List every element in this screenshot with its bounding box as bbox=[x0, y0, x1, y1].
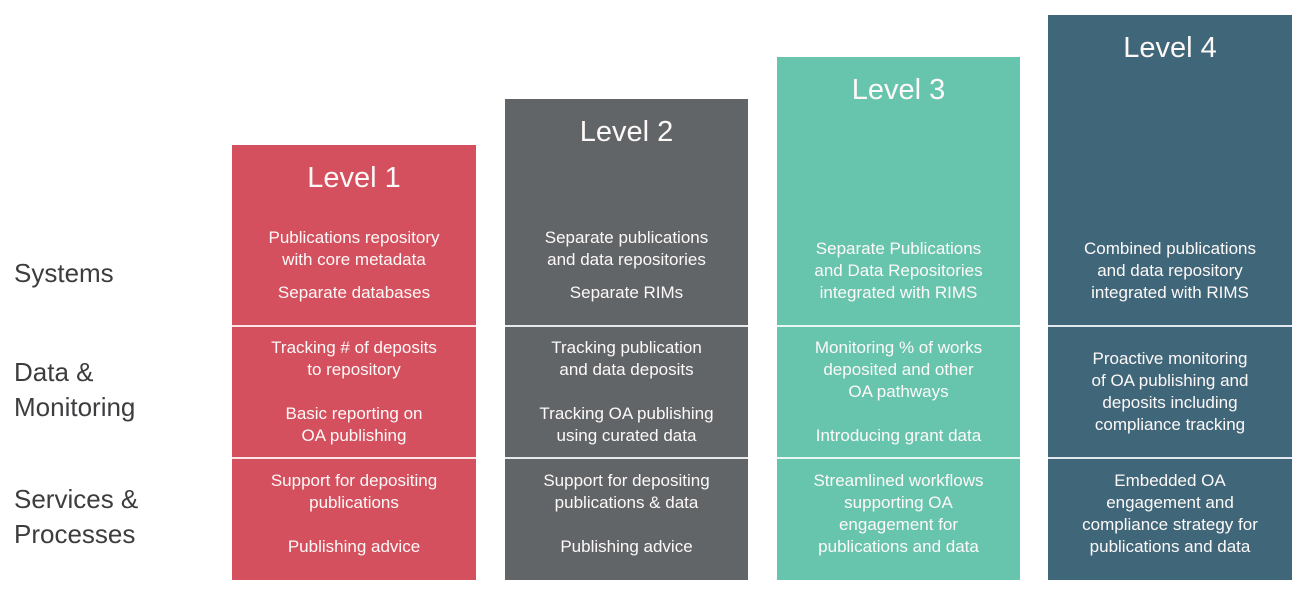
cell-level3-systems: Separate Publications and Data Repositor… bbox=[777, 227, 1020, 325]
cell-level4-data-monitoring: Proactive monitoring of OA publishing an… bbox=[1048, 327, 1292, 457]
cell-level2-data-monitoring: Tracking publication and data deposits T… bbox=[505, 327, 748, 457]
column-level-4: Level 4 Combined publications and data r… bbox=[1048, 15, 1292, 580]
cell-text: Proactive monitoring of OA publishing an… bbox=[1091, 349, 1249, 434]
cell-text: Separate Publications and Data Repositor… bbox=[814, 239, 983, 302]
cell-text: Introducing grant data bbox=[815, 426, 982, 445]
cell-text: Support for depositing publications bbox=[270, 471, 438, 512]
row-divider bbox=[232, 325, 476, 327]
cell-text: Publishing advice bbox=[560, 537, 693, 556]
row-divider bbox=[777, 457, 1020, 459]
cell-level4-systems: Combined publications and data repositor… bbox=[1048, 227, 1292, 325]
cell-text: Embedded OA engagement and compliance st… bbox=[1082, 471, 1258, 556]
cell-text: Basic reporting on OA publishing bbox=[285, 404, 423, 445]
column-level-3: Level 3 Separate Publications and Data R… bbox=[777, 57, 1020, 580]
cell-text: Publications repository with core metada… bbox=[268, 228, 440, 269]
cell-level1-services-processes: Support for depositing publications Publ… bbox=[232, 459, 476, 580]
row-divider bbox=[777, 325, 1020, 327]
cell-text: Streamlined workflows supporting OA enga… bbox=[813, 471, 984, 556]
cell-text: Tracking # of deposits to repository bbox=[271, 338, 437, 379]
cell-text: Tracking publication and data deposits bbox=[551, 338, 702, 379]
column-level-4-header: Level 4 bbox=[1123, 32, 1217, 64]
cell-level4-services-processes: Embedded OA engagement and compliance st… bbox=[1048, 459, 1292, 580]
row-divider bbox=[1048, 457, 1292, 459]
column-level-3-header: Level 3 bbox=[851, 74, 946, 106]
row-divider bbox=[1048, 325, 1292, 327]
column-level-2-header: Level 2 bbox=[579, 116, 674, 148]
cell-level1-data-monitoring: Tracking # of deposits to repository Bas… bbox=[232, 327, 476, 457]
row-divider bbox=[505, 457, 748, 459]
row-label-services-processes: Services & Processes bbox=[14, 484, 139, 549]
cell-level3-services-processes: Streamlined workflows supporting OA enga… bbox=[777, 459, 1020, 580]
column-level-1-header: Level 1 bbox=[307, 162, 401, 194]
cell-level1-systems: Publications repository with core metada… bbox=[232, 216, 476, 325]
cell-level3-data-monitoring: Monitoring % of works deposited and othe… bbox=[777, 327, 1020, 457]
cell-level2-systems: Separate publications and data repositor… bbox=[505, 216, 748, 325]
row-divider bbox=[505, 325, 748, 327]
cell-text: Separate databases bbox=[277, 283, 431, 302]
cell-text: Publishing advice bbox=[287, 537, 421, 556]
cell-level2-services-processes: Support for depositing publications & da… bbox=[505, 459, 748, 580]
row-divider bbox=[232, 457, 476, 459]
cell-text: Separate publications and data repositor… bbox=[544, 228, 709, 269]
cell-text: Separate RIMs bbox=[569, 283, 684, 302]
row-label-data-monitoring: Data & Monitoring bbox=[14, 357, 136, 422]
cell-text: Monitoring % of works deposited and othe… bbox=[814, 338, 983, 401]
column-level-1: Level 1 Publications repository with cor… bbox=[232, 145, 476, 580]
cell-text: Support for depositing publications & da… bbox=[543, 471, 710, 512]
column-level-2: Level 2 Separate publications and data r… bbox=[505, 99, 748, 580]
cell-text: Tracking OA publishing using curated dat… bbox=[539, 404, 714, 445]
row-label-systems: Systems bbox=[14, 258, 114, 288]
cell-text: Combined publications and data repositor… bbox=[1084, 239, 1256, 302]
